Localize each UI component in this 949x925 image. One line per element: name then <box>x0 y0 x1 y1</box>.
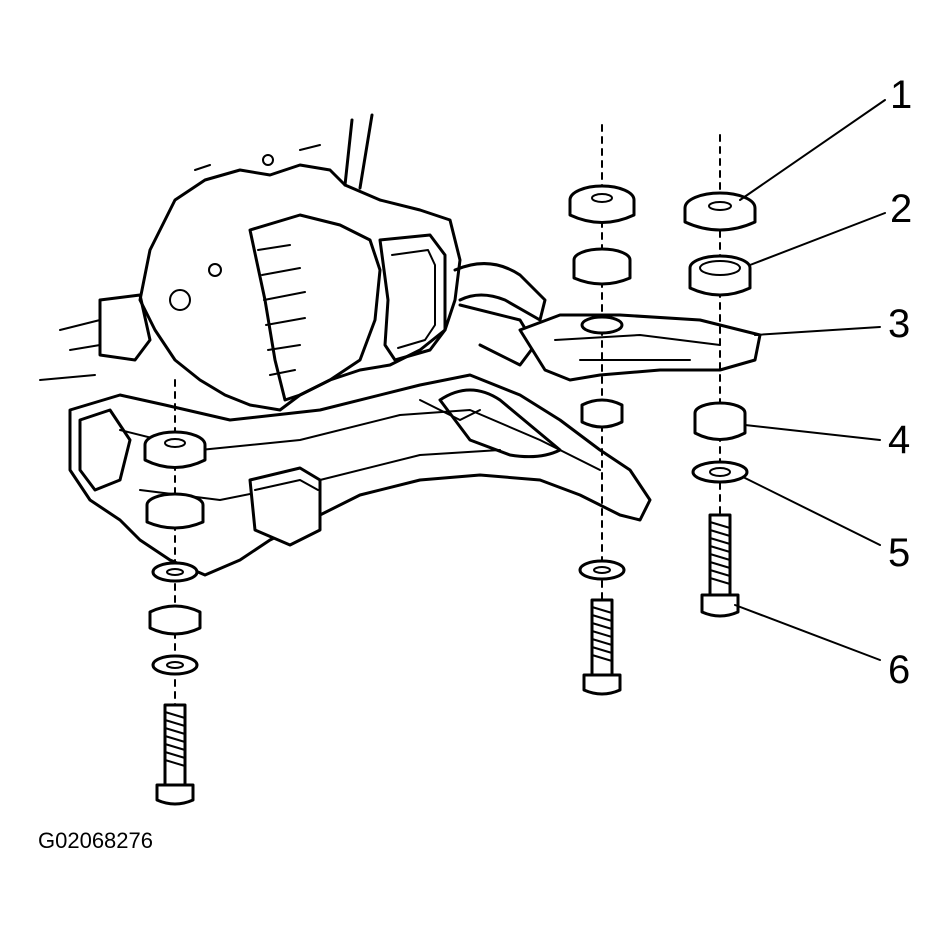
callout-3: 3 <box>888 302 910 346</box>
left-mount-stack <box>143 379 207 806</box>
callout-2: 2 <box>890 187 912 231</box>
callout-4: 4 <box>888 418 910 462</box>
callout-numbers: 1 2 3 4 5 6 <box>888 73 912 692</box>
callout-1: 1 <box>890 73 912 117</box>
figure-id: G02068276 <box>38 828 153 853</box>
callout-5: 5 <box>888 531 910 575</box>
leader-lines <box>734 99 886 661</box>
engine-transmission-assembly <box>39 113 547 412</box>
part-5-washer <box>691 460 749 484</box>
right-mount-stack <box>683 134 757 618</box>
subframe-cradle <box>68 313 762 577</box>
callout-6: 6 <box>888 648 910 692</box>
center-mount-stack <box>568 124 636 696</box>
